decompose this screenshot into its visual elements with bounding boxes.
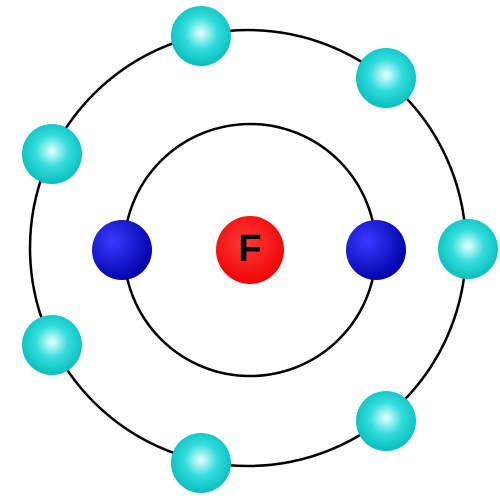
nucleus: F bbox=[216, 216, 284, 284]
outer-electron-4 bbox=[438, 219, 498, 279]
outer-electron-6 bbox=[356, 391, 416, 451]
nucleus-circle bbox=[216, 216, 284, 284]
outer-electron-2 bbox=[356, 48, 416, 108]
inner-electron-2 bbox=[346, 220, 406, 280]
electrons-group bbox=[22, 6, 498, 493]
nucleus-symbol: F bbox=[238, 228, 261, 270]
outer-electron-5 bbox=[22, 315, 82, 375]
inner-electron-1 bbox=[92, 220, 152, 280]
outer-electron-3 bbox=[22, 124, 82, 184]
outer-electron-7 bbox=[171, 433, 231, 493]
outer-electron-1 bbox=[171, 6, 231, 66]
